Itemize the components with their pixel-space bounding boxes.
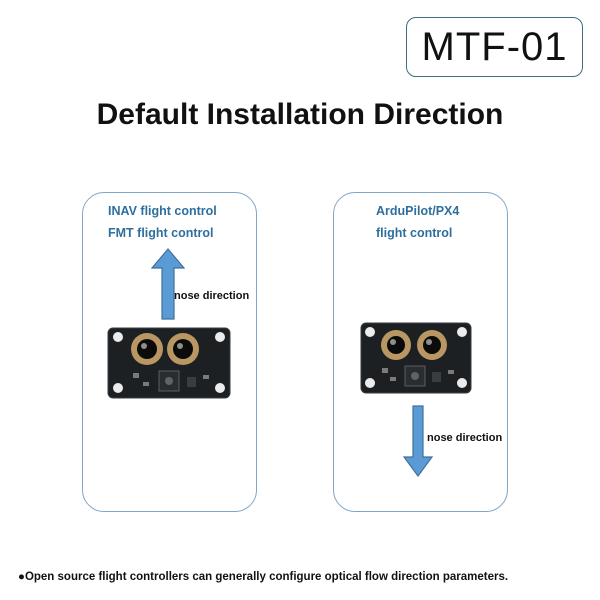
sensor-board-left [107,327,231,399]
arrow-label-left: nose direction [174,290,250,302]
caption-line-fmt: FMT flight control [108,226,214,240]
sensor-board-right [360,322,472,394]
caption-line-inav: INAV flight control [108,204,217,218]
model-badge: MTF-01 [406,17,583,77]
arrow-up-icon [151,248,185,320]
page-title: Default Installation Direction [96,98,504,131]
arrow-label-right: nose direction [427,432,503,444]
model-name: MTF-01 [421,24,568,69]
panel-caption-right: ArduPilot/PX4 flight control [376,200,459,244]
caption-line-ardupilot: ArduPilot/PX4 [376,204,460,218]
caption-line-flight-control: flight control [376,226,453,240]
panel-caption-left: INAV flight control FMT flight control [108,200,217,244]
footnote: ●Open source flight controllers can gene… [18,571,509,583]
arrow-down-icon [403,405,433,477]
